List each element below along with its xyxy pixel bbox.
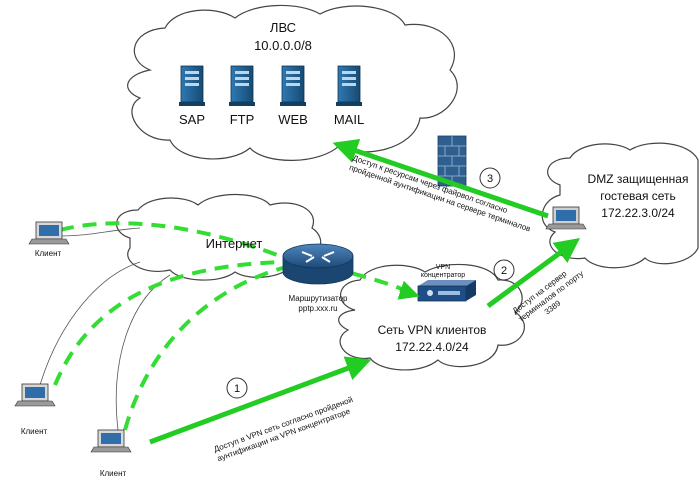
client-label: Клиент	[35, 249, 62, 258]
router-label-line1: Маршрутизатор	[289, 294, 349, 303]
dmz-title-line2: гостевая сеть	[600, 189, 676, 203]
arrow-to-vpn-hub	[397, 280, 420, 300]
dmz-cloud	[541, 142, 699, 269]
vpn-network-cloud	[338, 263, 525, 371]
server-ftp-label: FTP	[230, 112, 255, 127]
dmz-subnet: 172.22.3.0/24	[601, 206, 675, 220]
client-laptop-icon	[28, 221, 70, 245]
svg-text:1: 1	[234, 383, 240, 395]
svg-text:Доступ в VPN сеть согласно про: Доступ в VPN сеть согласно пройденой	[213, 395, 354, 454]
arrow-step-3	[332, 138, 549, 219]
lan-title: ЛВС	[270, 20, 296, 35]
server-mail-label: MAIL	[334, 112, 364, 127]
svg-text:3: 3	[487, 173, 493, 185]
internet-title: Интернет	[206, 236, 263, 251]
arrow-step-2	[486, 238, 581, 309]
server-ftp	[229, 65, 255, 106]
flow-arrows	[149, 138, 581, 445]
router-label-line2: pptp.xxx.ru	[298, 304, 337, 313]
step-badge-1: 1	[226, 377, 248, 399]
vpn-network-title: Сеть VPN клиентов	[378, 323, 487, 337]
vpn-network-subnet: 172.22.4.0/24	[395, 340, 469, 354]
step-badge-2: 2	[493, 259, 515, 281]
step-2-text: Доступ на сервер терминалов по порту 338…	[511, 269, 585, 324]
client-laptop-icon	[90, 429, 132, 453]
router-icon	[282, 243, 354, 285]
vpn-hub-label-line2: концентратор	[421, 272, 465, 279]
step-badge-3: 3	[479, 167, 501, 189]
vpn-hub-label-line1: VPN	[436, 264, 450, 271]
server-web	[280, 65, 306, 106]
client-label: Клиент	[21, 427, 48, 436]
lan-subnet: 10.0.0.0/8	[254, 38, 312, 53]
svg-text:аунтификации на VPN концентрат: аунтификации на VPN концентраторе	[216, 407, 352, 464]
server-sap	[179, 65, 205, 106]
arrow-step-1	[149, 356, 372, 445]
client-label: Клиент	[100, 469, 127, 478]
client-laptop-icon	[14, 383, 56, 407]
dmz-title-line1: DMZ защищенная	[588, 172, 689, 186]
step-1-text: Доступ в VPN сеть согласно пройденой аун…	[213, 395, 354, 464]
terminal-server-laptop-icon	[545, 206, 587, 230]
server-mail	[336, 65, 362, 106]
server-web-label: WEB	[278, 112, 308, 127]
svg-text:2: 2	[501, 265, 507, 277]
server-sap-label: SAP	[179, 112, 205, 127]
vpn-concentrator-icon	[417, 280, 476, 302]
